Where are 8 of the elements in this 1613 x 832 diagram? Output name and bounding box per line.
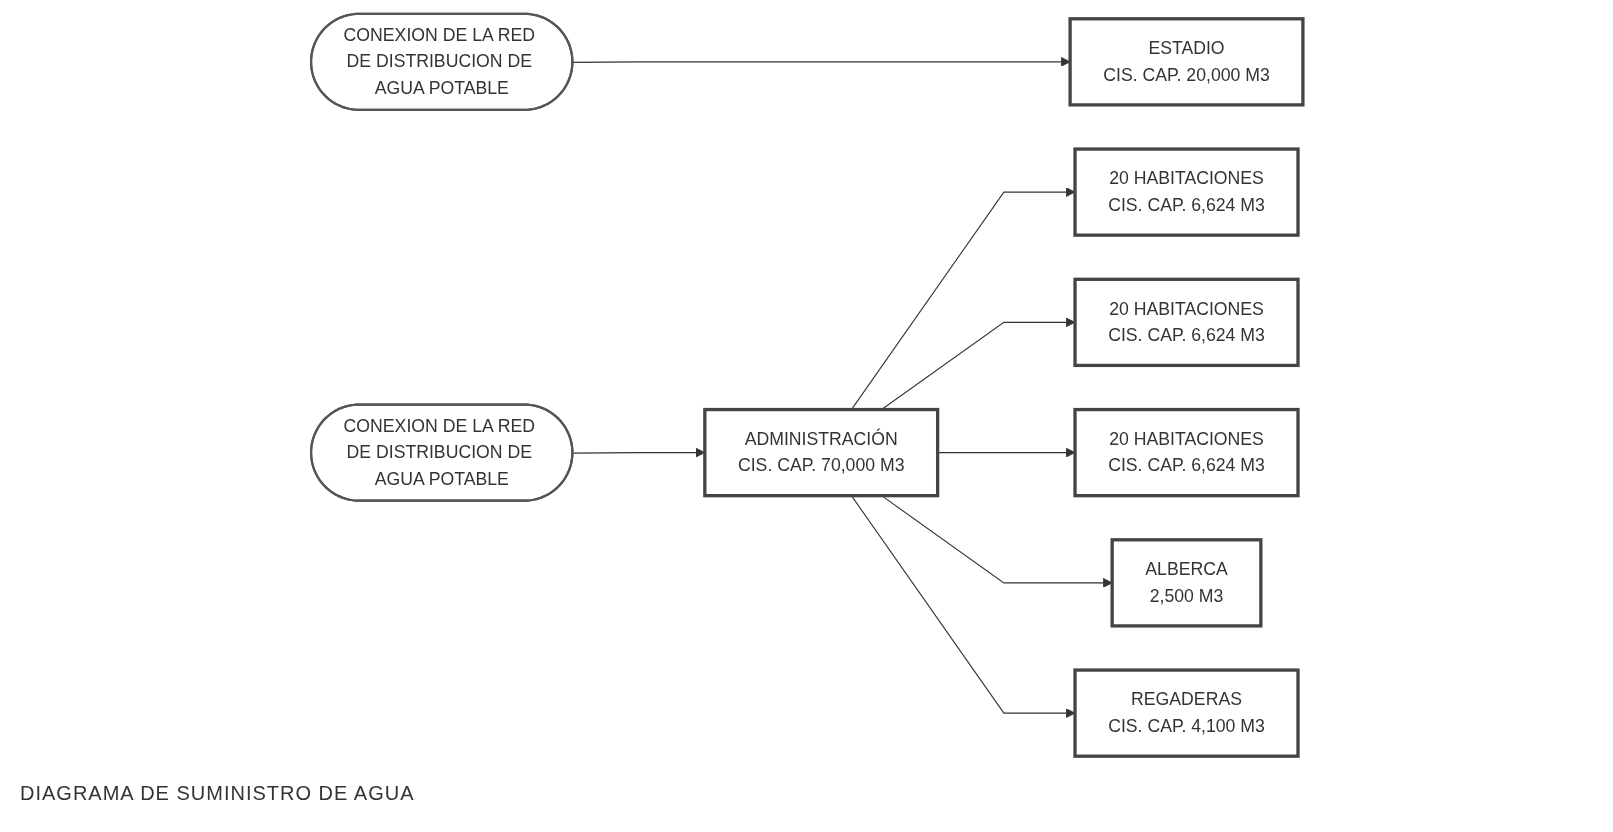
node-box: ADMINISTRACIÓN CIS. CAP. 70,000 M3 <box>702 407 939 498</box>
node-box: 20 HABITACIONES CIS. CAP. 6,624 M3 <box>1072 407 1300 498</box>
node-box: ESTADIO CIS. CAP. 20,000 M3 <box>1067 17 1305 107</box>
node-box: ALBERCA 2,500 M3 <box>1110 538 1262 628</box>
node-box: 20 HABITACIONES CIS. CAP. 6,624 M3 <box>1072 147 1300 237</box>
node-box: REGADERAS CIS. CAP. 4,100 M3 <box>1072 668 1300 758</box>
node-box: 20 HABITACIONES CIS. CAP. 6,624 M3 <box>1072 277 1300 368</box>
diagram-title: DIAGRAMA DE SUMINISTRO DE AGUA <box>20 782 415 805</box>
